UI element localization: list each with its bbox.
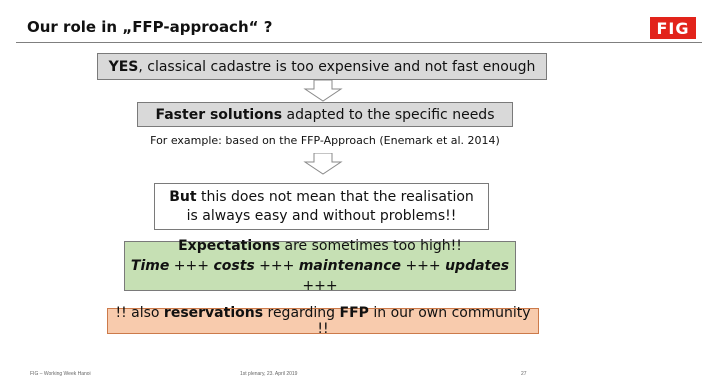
statement-yes-text: YES, classical cadastre is too expensive… [108, 58, 536, 75]
down-arrow-icon [303, 80, 343, 102]
faster-solutions-box: Faster solutions adapted to the specific… [137, 102, 513, 127]
footer-page-number: 27 [521, 371, 527, 377]
expectations-box: Expectations are sometimes too high!! Ti… [124, 238, 516, 294]
title-divider [16, 42, 702, 43]
footer-event: FIG – Working Week Hanoi [30, 371, 91, 377]
slide-title: Our role in „FFP-approach“ ? [27, 18, 273, 36]
faster-solutions-text: Faster solutions adapted to the specific… [155, 106, 495, 123]
down-arrow-icon [303, 153, 343, 175]
example-note: For example: based on the FFP-Approach (… [150, 134, 500, 147]
realisation-line-2: is always easy and without problems!! [186, 207, 457, 224]
reservations-text: !! also reservations regarding FFP in ou… [115, 305, 531, 337]
statement-yes-box: YES, classical cadastre is too expensive… [97, 53, 547, 80]
realisation-line-1: But this does not mean that the realisat… [169, 188, 474, 205]
fig-logo: FIG [650, 17, 696, 39]
reservations-box: !! also reservations regarding FFP in ou… [107, 305, 539, 337]
fig-logo-text: FIG [656, 18, 690, 38]
footer-session: 1st plenary, 23. April 2019 [240, 371, 298, 377]
realisation-box: But this does not mean that the realisat… [154, 183, 489, 230]
expectations-line-1: Expectations are sometimes too high!! [178, 238, 462, 254]
expectations-line-2: Time +++ costs +++ maintenance +++ updat… [130, 258, 510, 294]
